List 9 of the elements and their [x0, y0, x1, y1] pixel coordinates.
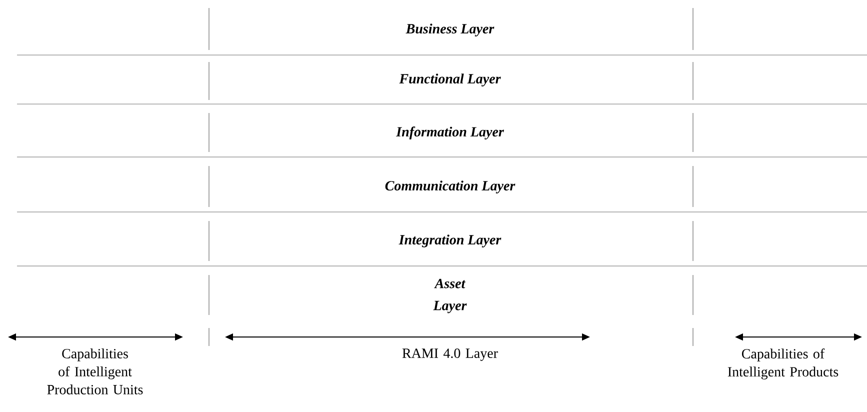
span-label: RAMI 4.0 Layer [402, 348, 498, 361]
span-label: Capabilities of Intelligent Production Units [47, 348, 143, 394]
layer-name: Business Layer [406, 24, 494, 36]
layer-name: Information Layer [396, 126, 504, 140]
span-label: Capabilities of Intelligent Products [728, 348, 838, 380]
layer-name: Asset Layer [433, 278, 467, 314]
layer-name: Integration Layer [398, 234, 502, 248]
layer-name: Communication Layer [385, 180, 516, 194]
layer-name: Functional Layer [399, 74, 501, 86]
